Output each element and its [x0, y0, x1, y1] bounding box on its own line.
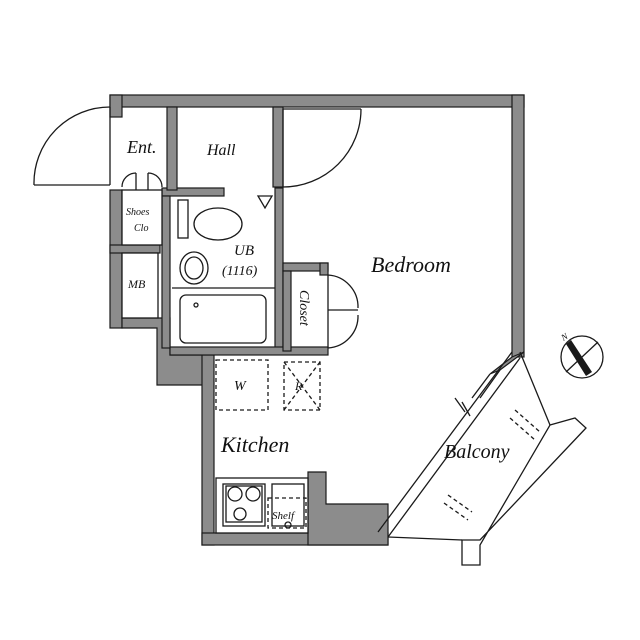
compass: N	[559, 331, 604, 379]
label-shoes-closet-2: Clo	[134, 223, 148, 234]
kitchen-sink	[271, 483, 305, 527]
compass-north-label: N	[559, 331, 571, 344]
bathtub	[179, 294, 267, 344]
wall-left-lower	[109, 189, 123, 329]
compass-needle	[566, 340, 592, 376]
closet-doors	[327, 274, 359, 349]
shoes-closet-box	[121, 189, 163, 246]
label-hall: Hall	[206, 142, 236, 159]
label-bedroom: Bedroom	[371, 252, 451, 277]
wall-bath-inner	[161, 195, 171, 349]
meter-box	[121, 252, 159, 319]
wall-closet-right	[319, 262, 329, 276]
label-entrance: Ent.	[126, 137, 157, 157]
wall-top	[109, 94, 525, 108]
wall-diagonal-top	[489, 351, 525, 375]
label-refrigerator: R	[294, 379, 303, 393]
walls	[109, 94, 525, 546]
toilet-bowl	[193, 207, 243, 241]
wall-left-upper	[109, 94, 123, 118]
shoes-closet-doors	[121, 172, 163, 246]
label-unit-bath: UB	[234, 243, 254, 259]
label-closet: Closet	[296, 290, 311, 327]
balcony	[387, 351, 587, 566]
bedroom-door	[282, 108, 362, 188]
label-kitchen: Kitchen	[220, 432, 289, 457]
label-meter-box: MB	[127, 277, 146, 291]
washer-space	[215, 359, 269, 411]
label-unit-bath-size: (1116)	[222, 264, 258, 279]
wall-bath-bottom	[169, 346, 329, 356]
label-shelf: Shelf	[272, 510, 296, 522]
label-shoes-closet-1: Shoes	[126, 207, 149, 218]
label-washer: W	[234, 379, 247, 394]
kitchen-counter	[215, 477, 309, 534]
wall-closet-left	[282, 270, 292, 352]
fridge-space	[283, 361, 321, 411]
diagonal-window	[377, 351, 525, 538]
wall-bottom-right-block	[307, 471, 389, 546]
wall-right	[511, 94, 525, 358]
wall-entrance-partition	[166, 106, 178, 191]
vent-marker	[256, 195, 274, 210]
label-balcony: Balcony	[444, 441, 510, 463]
wall-hall-right	[272, 106, 284, 188]
entrance-door	[33, 106, 111, 186]
toilet-tank	[177, 199, 189, 239]
wall-kitchen-left	[201, 354, 215, 546]
wall-shoes-partition	[109, 244, 161, 254]
shelf	[267, 497, 307, 529]
unit-bath-fixtures	[172, 195, 275, 344]
wall-bath-right	[274, 187, 284, 354]
compass-circle	[560, 335, 604, 379]
